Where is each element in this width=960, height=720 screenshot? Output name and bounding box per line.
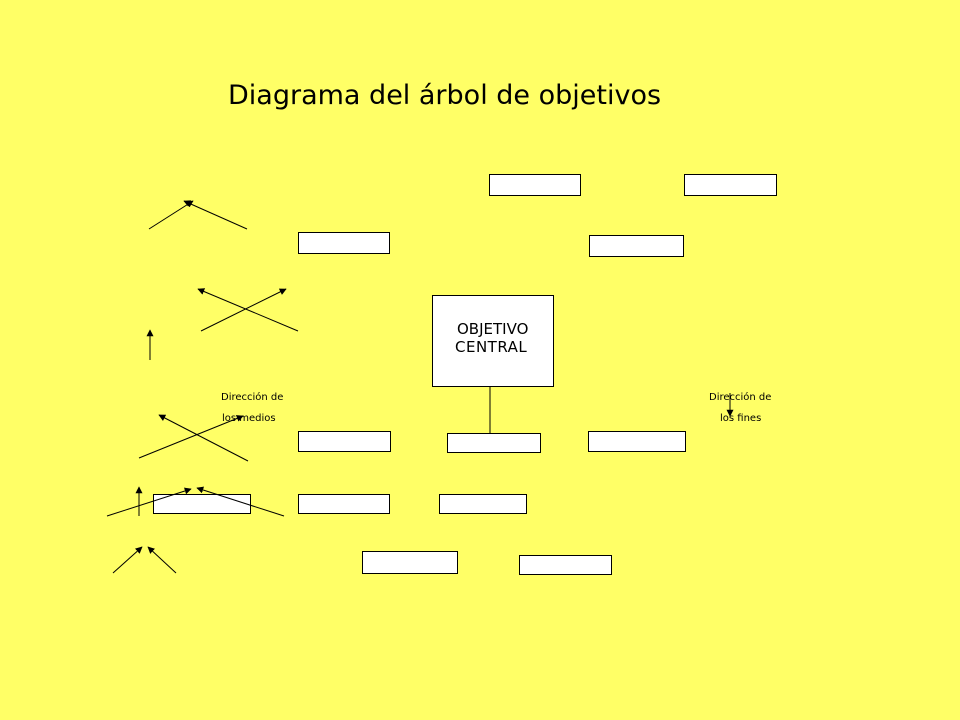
central-line-2: CENTRAL [455, 338, 528, 356]
fines-label-line-1: Dirección de [709, 392, 772, 403]
arrow-upper-cross-1 [197, 288, 299, 332]
fin-box-mid-1 [298, 232, 390, 254]
central-objective-box: OBJETIVO CENTRAL [432, 295, 554, 387]
fin-box-top-2 [684, 174, 777, 196]
arrow-upper-cross-2 [200, 288, 287, 332]
fin-box-top-1 [489, 174, 581, 196]
arrow-bottom-right [196, 486, 285, 517]
arrow-lower-cross-1 [158, 414, 249, 462]
arrow-top-left [148, 200, 194, 230]
arrow-lowest-left [112, 546, 143, 574]
fin-box-mid-2 [589, 235, 684, 257]
arrow-lower-cross-2 [138, 415, 244, 459]
medios-label-line-1: Dirección de [221, 392, 284, 403]
medio-box-row1-2 [447, 433, 541, 453]
arrow-top-right [183, 200, 248, 230]
fines-label-line-2: los fines [720, 413, 762, 424]
medio-box-row2-3 [439, 494, 527, 514]
arrow-bottom-left [106, 487, 192, 517]
medio-box-row3-1 [362, 551, 458, 574]
medio-box-row2-1 [153, 494, 251, 514]
medios-label-line-2: los medios [222, 413, 276, 424]
medio-box-row1-1 [298, 431, 391, 452]
medio-box-row3-2 [519, 555, 612, 575]
central-line-1: OBJETIVO [457, 320, 529, 338]
arrow-lowest-right [147, 546, 177, 574]
medio-box-row1-3 [588, 431, 686, 452]
medio-box-row2-2 [298, 494, 390, 514]
diagram-title: Diagrama del árbol de objetivos [228, 80, 662, 111]
